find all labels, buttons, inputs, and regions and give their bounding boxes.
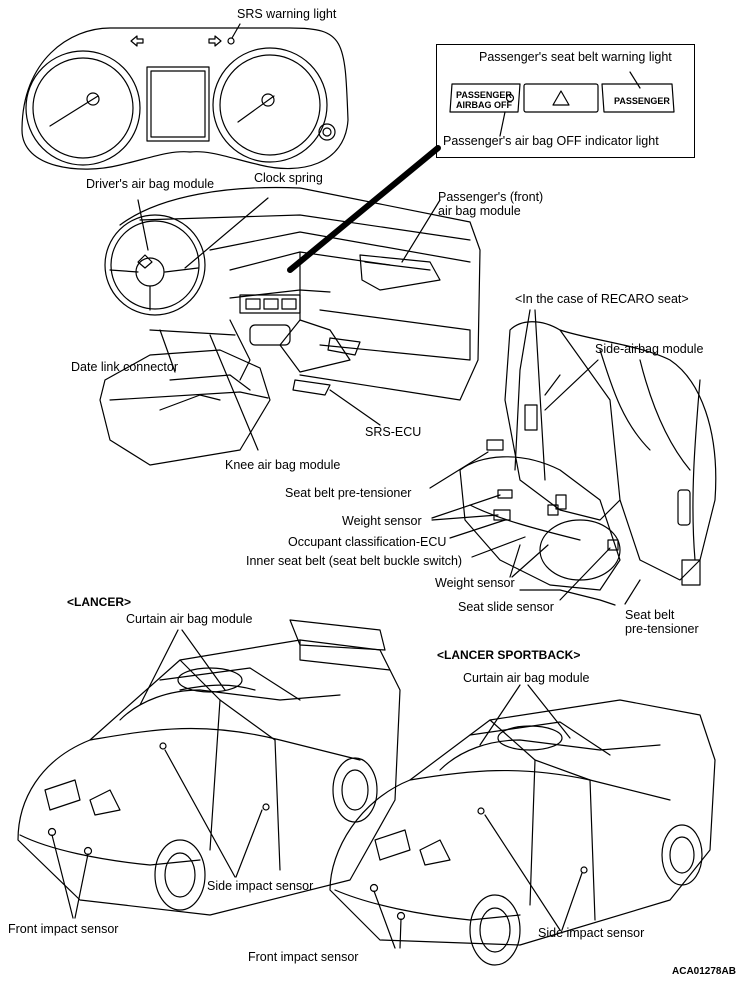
passenger-airbag-off-indicator-label: Passenger's air bag OFF indicator light — [443, 134, 659, 148]
weight-sensor-label-2: Weight sensor — [435, 576, 515, 590]
inner-seat-belt-label: Inner seat belt (seat belt buckle switch… — [246, 554, 463, 568]
passenger-front-airbag-label-line2: air bag module — [438, 204, 521, 218]
recaro-heading: <In the case of RECARO seat> — [515, 292, 689, 306]
side-impact-sensor-label-2: Side impact sensor — [538, 926, 645, 940]
passenger-airbag-off-switch-text-1: PASSENGER — [456, 90, 512, 100]
dashboard — [99, 186, 481, 466]
drivers-airbag-module-label: Driver's air bag module — [86, 177, 215, 191]
front-impact-sensor-label-1: Front impact sensor — [8, 922, 119, 936]
passenger-seat-belt-warning-light-label: Passenger's seat belt warning light — [479, 50, 672, 64]
front-impact-sensor-label-2: Front impact sensor — [248, 950, 359, 964]
passenger-seatbelt-switch-text: PASSENGER — [614, 96, 670, 106]
figure-code: ACA01278AB — [672, 966, 736, 977]
knee-airbag-module-label: Knee air bag module — [225, 458, 341, 472]
passenger-front-airbag-label-line1: Passenger's (front) — [438, 190, 544, 204]
side-airbag-module-label: Side-airbag module — [595, 342, 704, 356]
seat-belt-pretensioner-right-label-line2: pre-tensioner — [625, 622, 699, 636]
lancer-car — [17, 619, 401, 919]
side-impact-sensor-label-1: Side impact sensor — [207, 879, 314, 893]
lancer-sportback-heading: <LANCER SPORTBACK> — [437, 648, 581, 662]
lancer-sportback-car — [329, 684, 716, 966]
seat-belt-pretensioner-label: Seat belt pre-tensioner — [285, 486, 412, 500]
seat-slide-sensor-label: Seat slide sensor — [458, 600, 554, 614]
srs-warning-light-label: SRS warning light — [237, 7, 337, 21]
lancer-heading: <LANCER> — [67, 595, 132, 609]
hazard-triangle-icon — [552, 90, 570, 106]
weight-sensor-label-1: Weight sensor — [342, 514, 422, 528]
curtain-airbag-module-label-2: Curtain air bag module — [463, 671, 590, 685]
occupant-classification-ecu-label: Occupant classification-ECU — [288, 535, 447, 549]
clock-spring-label: Clock spring — [254, 171, 323, 185]
srs-warning-icon — [227, 37, 235, 45]
recaro-seat — [429, 309, 717, 606]
passenger-airbag-off-switch-text-2: AIRBAG OFF — [456, 100, 512, 110]
srs-ecu-label: SRS-ECU — [365, 425, 422, 439]
passenger-indicator-callout-box — [436, 44, 695, 158]
passenger-indicator-panel — [449, 71, 675, 137]
turn-right-arrow-icon — [208, 35, 222, 47]
seat-belt-pretensioner-right-label-line1: Seat belt — [625, 608, 675, 622]
instrument-cluster — [21, 23, 349, 170]
data-link-connector-label: Date link connector — [71, 360, 179, 374]
turn-left-arrow-icon — [130, 35, 144, 47]
curtain-airbag-module-label-1: Curtain air bag module — [126, 612, 253, 626]
